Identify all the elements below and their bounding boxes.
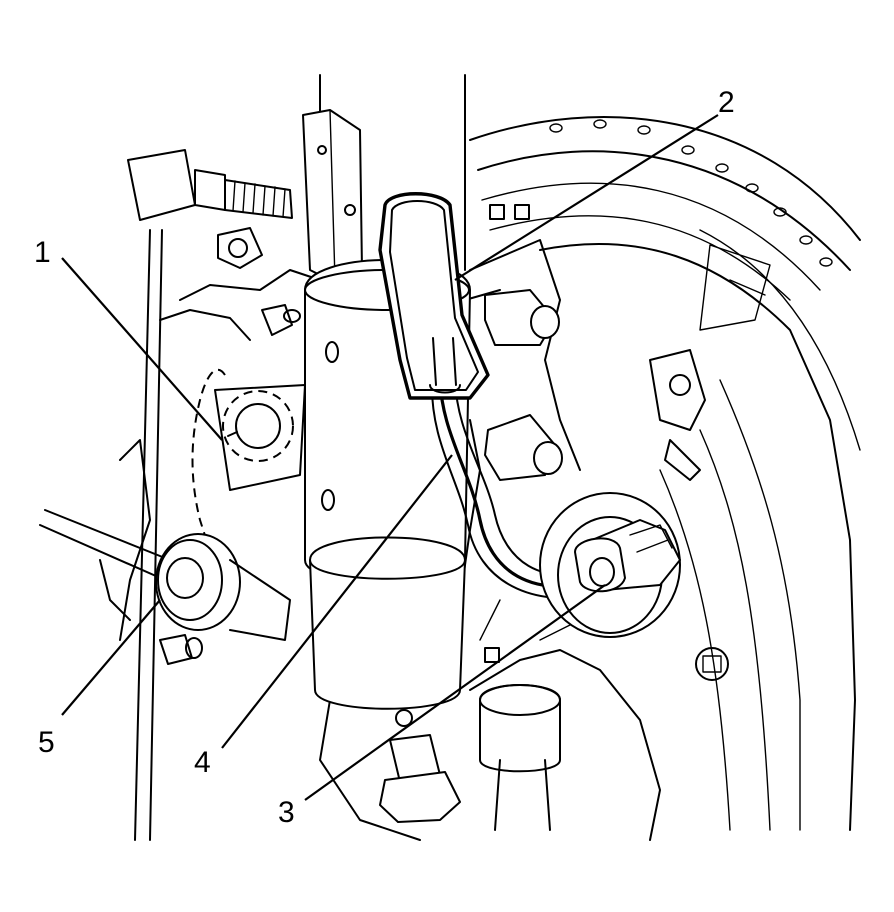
leader-line-4 — [221, 454, 453, 749]
wheel-speed-sensor-connector — [539, 492, 681, 638]
callout-3: 3 — [278, 796, 295, 829]
leader-line-1 — [61, 257, 223, 441]
callout-labels: 1 2 3 4 5 — [34, 86, 735, 829]
bolt-threads — [232, 180, 286, 218]
rotor-vent-holes — [549, 119, 833, 267]
callout-2: 2 — [718, 86, 735, 119]
leader-line-2 — [454, 114, 719, 281]
leader-lines — [61, 114, 719, 801]
lower-ball-joint — [379, 684, 561, 831]
callout-4: 4 — [194, 746, 211, 779]
stabilizer-link — [39, 509, 291, 641]
leader-line-5 — [61, 599, 161, 716]
upper-left-bolt — [127, 149, 293, 269]
stabilizer-bar-rods — [134, 229, 163, 841]
steering-knuckle — [99, 204, 661, 841]
harness-retainer — [378, 192, 490, 400]
brake-rotor — [469, 116, 861, 831]
callout-1: 1 — [34, 236, 51, 269]
leader-line-3 — [304, 584, 606, 801]
callout-5: 5 — [38, 726, 55, 759]
upper-bracket-tab — [302, 109, 363, 286]
sensor-harness-clip — [191, 368, 306, 546]
